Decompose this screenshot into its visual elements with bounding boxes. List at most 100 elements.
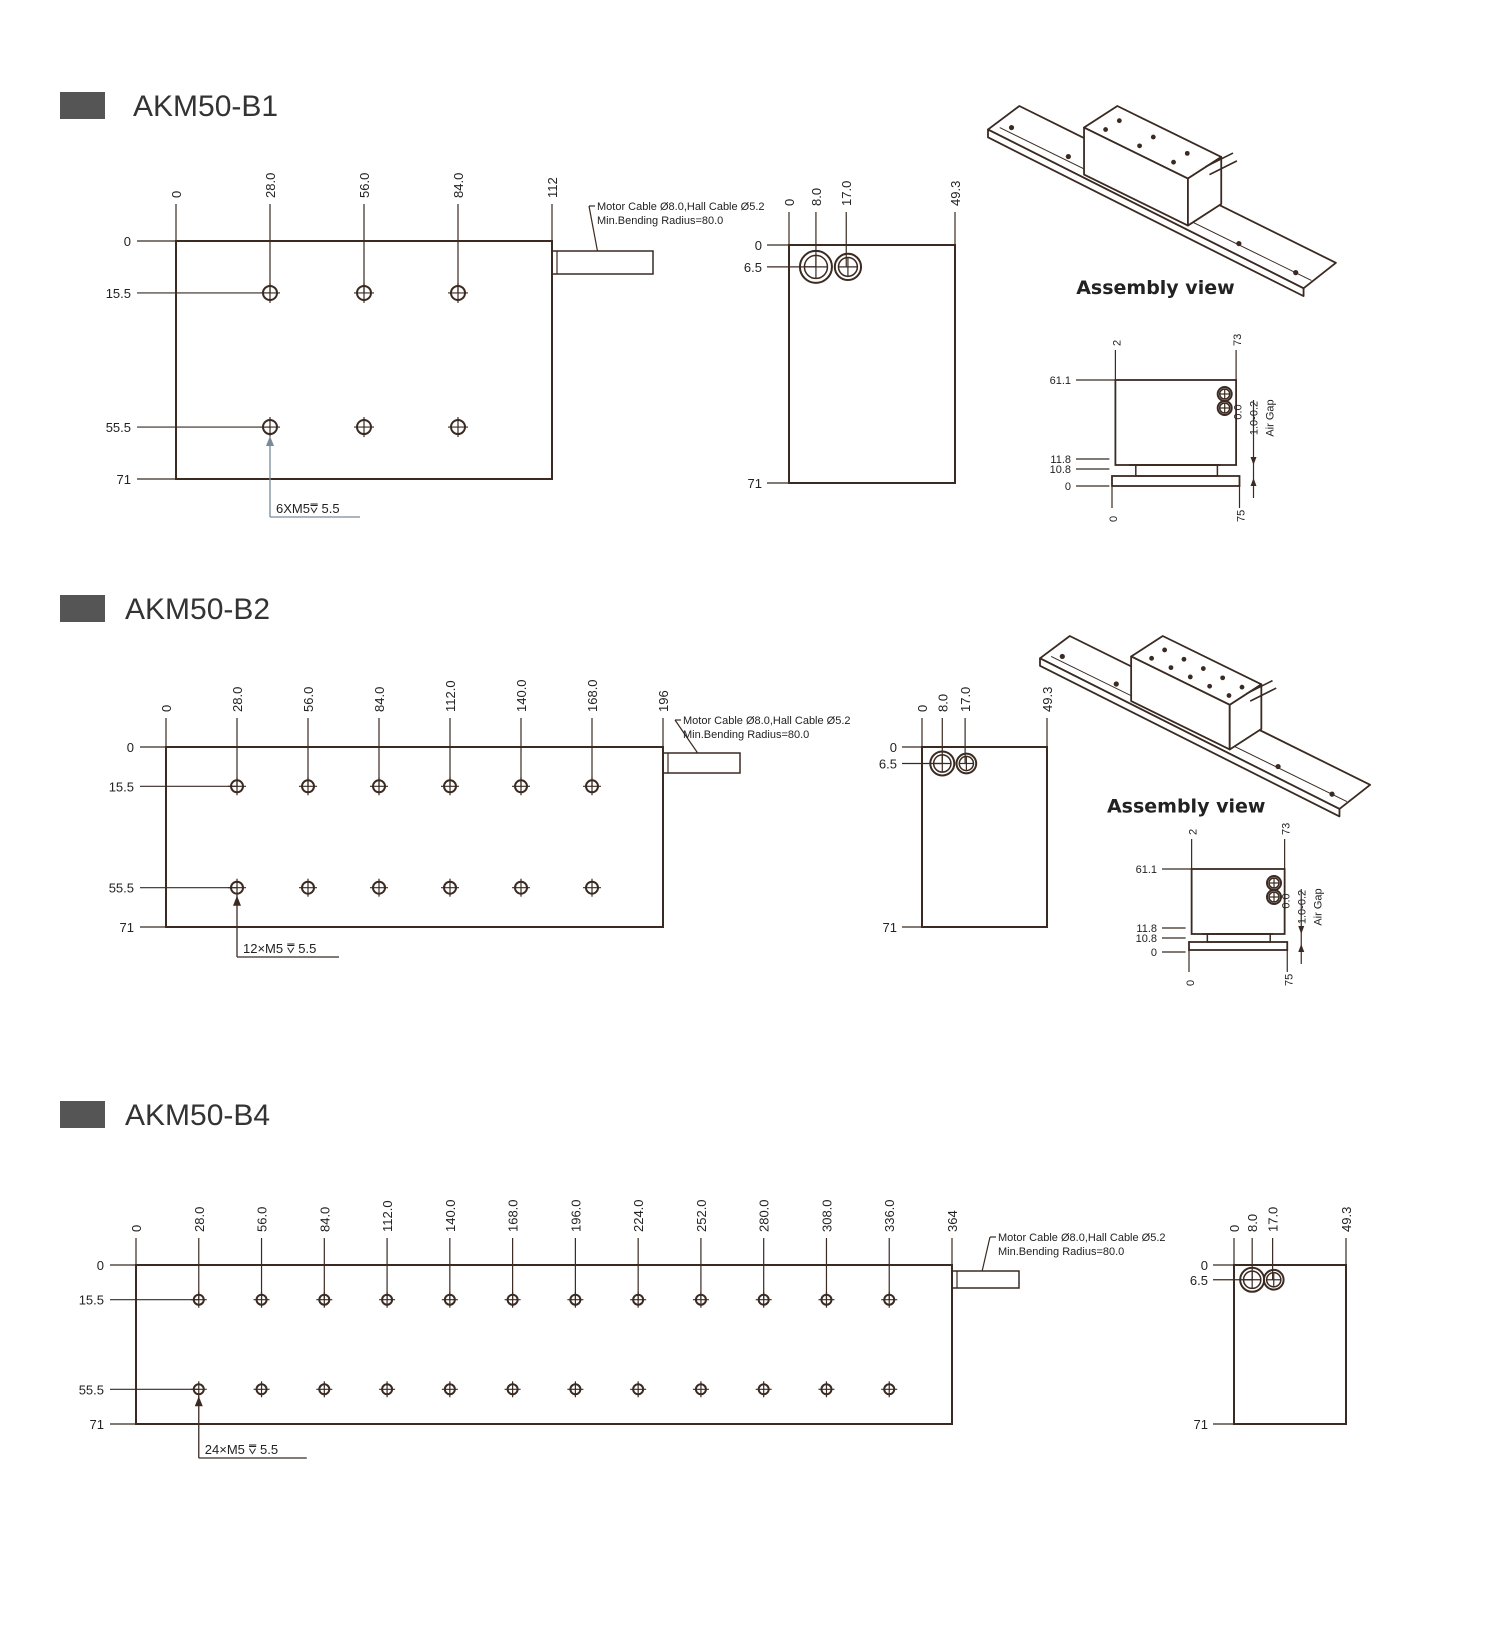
mounting-hole [755,1291,772,1308]
mounting-hole [260,417,280,438]
cable-note-line1: Motor Cable Ø8.0,Hall Cable Ø5.2 [597,201,765,213]
mounting-hole [448,282,468,303]
mounting-hole [379,1381,396,1398]
cable-outer-circle [798,249,833,284]
profile-label-bottom: 0 [1185,980,1197,986]
dim-label-x: 0 [169,191,184,198]
mounting-hole [253,1381,270,1398]
dim-label-x: 56.0 [255,1207,270,1232]
end-dim-label-x: 0 [782,199,797,206]
mounting-hole [190,1381,207,1398]
profile-magnet-strip [1206,933,1271,943]
section-header: AKM50-B4 [60,1099,270,1132]
cable-note-line1: Motor Cable Ø8.0,Hall Cable Ø5.2 [998,1232,1166,1244]
mounting-hole [583,777,601,796]
mounting-hole [441,1381,458,1398]
end-dim-label-x: 17.0 [958,687,973,712]
block-bolt-hole [1226,693,1232,698]
cable-lines [1205,152,1238,176]
block-bolt-hole [1187,674,1193,680]
cable-outlet [929,750,956,777]
cable-outer-circle [1266,889,1283,905]
dim-label-y: 0 [127,740,134,755]
cable-outer-circle [1262,1268,1285,1291]
mounting-hole [881,1381,898,1398]
airgap-value-2: 1.0-0.2 [1296,890,1308,924]
dim-label-x: 364 [945,1210,960,1232]
hole-callout-text: 6XM5⩢ 5.5 [276,501,340,516]
mounting-hole [379,1291,396,1308]
mounting-hole [512,777,530,796]
mounting-hole [441,1291,458,1308]
dim-label-y: 0 [124,234,131,249]
end-dim-label-x: 49.3 [1339,1207,1354,1232]
block-bolt-hole [1162,647,1168,653]
section-title: AKM50-B2 [125,593,270,626]
dim-label-x: 0 [129,1225,144,1232]
mounting-hole [260,282,280,303]
mounting-hole [354,417,374,438]
cable-note-leader [674,719,699,754]
rail-side [1039,657,1341,818]
section-title: AKM50-B1 [133,90,278,123]
mounting-hole [370,878,388,897]
end-view-outline [921,746,1048,928]
forcer-body-outline [135,1264,953,1425]
mounting-hole [583,878,601,897]
dim-label-x: 280.0 [757,1199,772,1232]
dim-label-x: 28.0 [192,1207,207,1232]
section-header: AKM50-B1 [60,90,278,123]
profile-base-rail [1111,475,1241,487]
dim-label-x: 112 [545,177,560,198]
dim-label-y: 71 [90,1417,104,1432]
mounting-hole [253,1291,270,1308]
end-dim-label-x: 0 [915,705,930,712]
section-header-bar [60,92,105,119]
profile-label-left: 10.8 [1136,933,1157,945]
rail-mount-hole [1008,124,1015,131]
cable-note-line1: Motor Cable Ø8.0,Hall Cable Ø5.2 [683,715,851,727]
mounting-hole [755,1381,772,1398]
profile-label-bottom: 0 [1108,516,1120,522]
hole-callout-arrow [233,895,241,906]
cable-outlet [1262,1268,1285,1291]
cable-note-leader [588,205,599,252]
dim-label-x: 84.0 [451,173,466,198]
profile-label-left: 0 [1151,947,1157,959]
dim-label-x: 112.0 [380,1200,395,1232]
dim-label-y: 15.5 [79,1293,104,1308]
cable-outer-circle [955,752,978,775]
rail-mount-hole [1065,153,1071,160]
block-bolt-hole [1207,683,1213,689]
profile-label-left: 11.8 [1136,923,1157,935]
cable-outlet [833,252,863,282]
end-dim-label-x: 8.0 [809,188,824,206]
airgap-value-1: 0.0 [1280,893,1292,908]
dim-label-x: 0 [159,705,174,712]
hole-callout-text: 24×M5 ⩢ 5.5 [205,1442,278,1457]
profile-label-bottom: 75 [1283,974,1295,986]
airgap-label: Air Gap [1265,399,1277,436]
mounting-hole [228,878,246,897]
cable-outlet [1239,1266,1266,1293]
end-dim-label-y: 0 [1201,1258,1208,1273]
dim-label-x: 140.0 [443,1199,458,1232]
assembly-view-b2: Assembly view [1039,635,1372,818]
profile-label-top: 2 [1111,340,1123,346]
mounting-hole [504,1291,521,1308]
rail-mount-hole [1293,270,1299,276]
block-bolt-hole [1149,655,1154,661]
profile-label-left: 61.1 [1050,375,1071,387]
end-dim-label-x: 49.3 [1040,687,1055,712]
dim-label-x: 336.0 [882,1199,897,1232]
dim-label-x: 308.0 [819,1199,834,1232]
dim-label-x: 196.0 [568,1199,583,1232]
dim-label-x: 252.0 [694,1199,709,1232]
cable-outlet [1266,889,1283,905]
